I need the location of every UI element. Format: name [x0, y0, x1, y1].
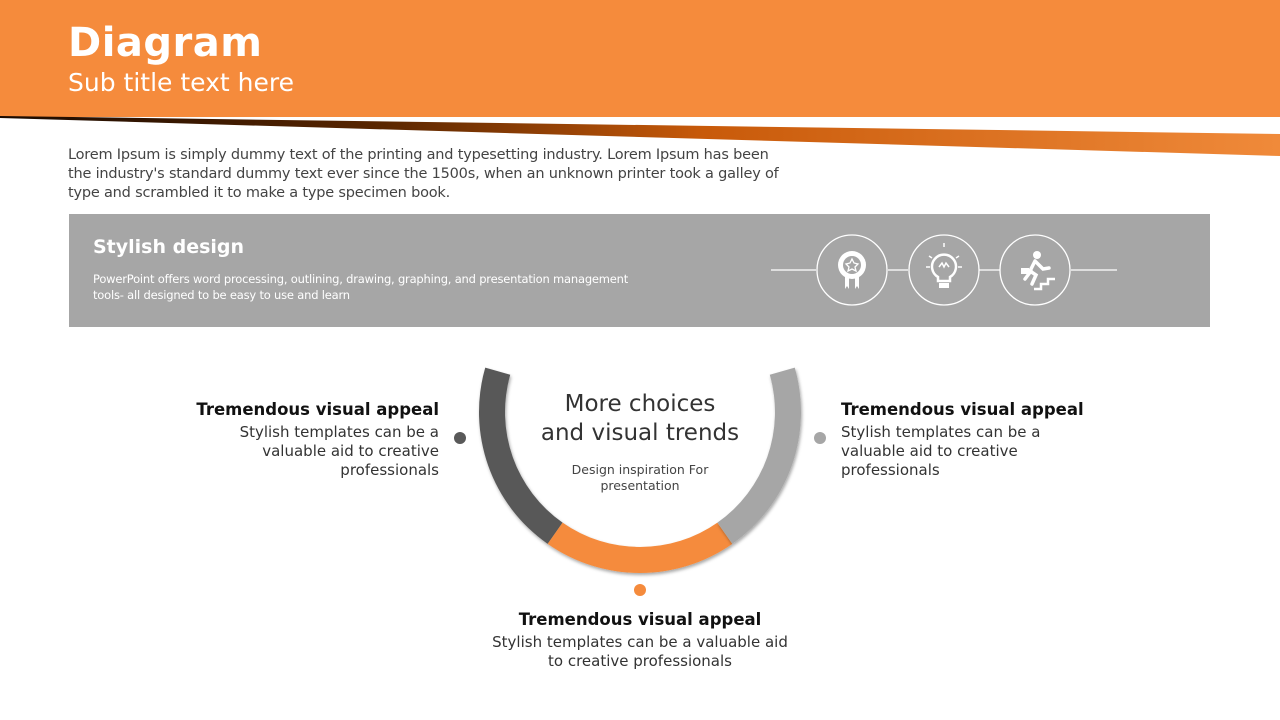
feature-text: Stylish templates can be a valuable aid …	[239, 423, 439, 479]
center-title-line1: More choices	[564, 391, 716, 417]
feature-right-dot	[814, 432, 826, 444]
feature-right: Tremendous visual appeal Stylish templat…	[841, 400, 1091, 480]
header-banner	[0, 0, 1280, 117]
intro-paragraph: Lorem Ipsum is simply dummy text of the …	[68, 147, 779, 201]
header-accent-wedge	[0, 116, 1280, 156]
icon-row	[771, 234, 1117, 306]
feature-text: Stylish templates can be a valuable aid …	[841, 423, 1041, 479]
page-subtitle: Sub title text here	[68, 68, 294, 97]
feature-title: Tremendous visual appeal	[518, 610, 762, 629]
center-text: More choices and visual trends Design in…	[520, 390, 760, 494]
band-title: Stylish design	[93, 236, 245, 258]
band-text: PowerPoint offers word processing, outli…	[93, 272, 629, 302]
feature-bottom: Tremendous visual appeal Stylish templat…	[490, 610, 790, 671]
stylish-design-band: Stylish design PowerPoint offers word pr…	[69, 214, 1210, 327]
page-title: Diagram	[68, 20, 263, 66]
award-ribbon-icon	[838, 251, 866, 289]
center-title-line2: and visual trends	[540, 420, 740, 446]
lightbulb-icon	[926, 243, 962, 288]
feature-title: Tremendous visual appeal	[196, 400, 439, 419]
feature-left-dot	[454, 432, 466, 444]
feature-text: Stylish templates can be a valuable aid …	[492, 633, 788, 670]
climbing-stairs-businessman-icon	[1021, 251, 1055, 291]
arc-diagram	[479, 367, 801, 573]
feature-title: Tremendous visual appeal	[841, 400, 1084, 419]
feature-bottom-dot	[634, 584, 646, 596]
center-subtitle: Design inspiration For presentation	[571, 462, 709, 493]
arc-segment-dark	[479, 367, 563, 544]
arc-segment-orange	[547, 522, 733, 573]
feature-left: Tremendous visual appeal Stylish templat…	[190, 400, 439, 480]
arc-segment-light	[717, 367, 801, 544]
